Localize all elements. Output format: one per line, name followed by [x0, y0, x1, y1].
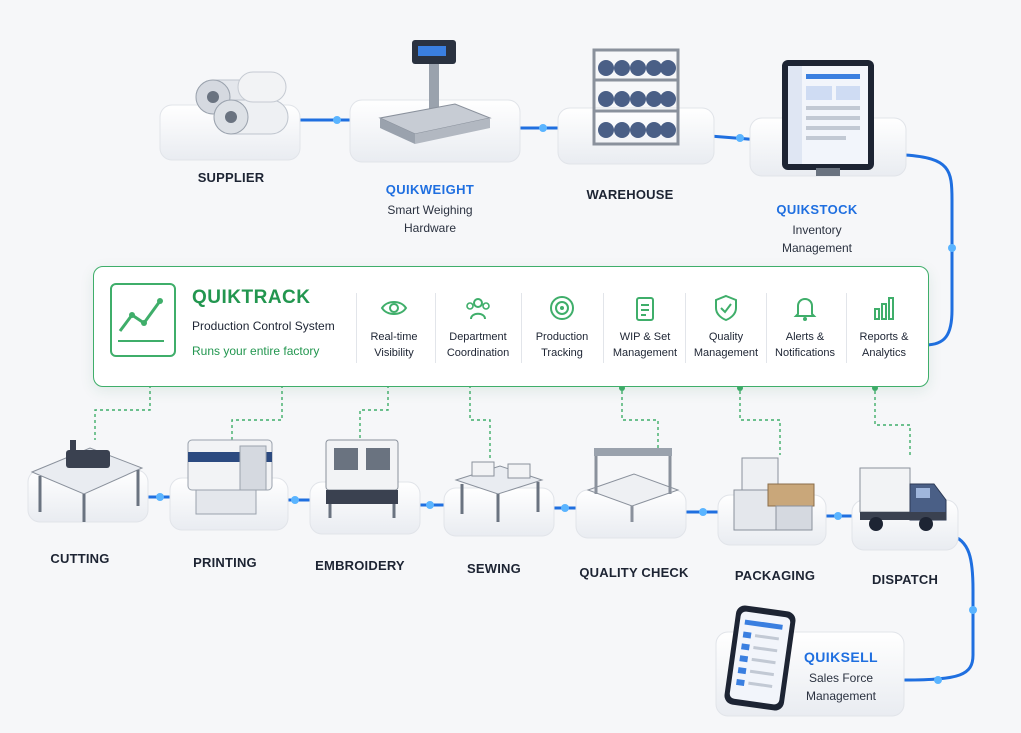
divider	[766, 293, 767, 363]
divider	[846, 293, 847, 363]
smartphone-icon	[724, 605, 796, 711]
feature-line2: Visibility	[374, 347, 414, 359]
bell-icon	[793, 297, 817, 321]
cutting-table-icon	[30, 440, 144, 522]
warehouse-label: WAREHOUSE	[586, 187, 674, 202]
divider	[685, 293, 686, 363]
embroidery-label: EMBROIDERY	[315, 558, 405, 573]
quikweight-node: QUIKWEIGHT Smart Weighing Hardware	[360, 182, 500, 237]
quiksell-node: QUIKSELL Sales Force Management	[792, 649, 890, 705]
feature-line1: Department	[449, 331, 507, 343]
sewing-label: SEWING	[467, 561, 521, 576]
feature-quality-management: Quality Management	[687, 293, 765, 361]
feature-line2: Notifications	[775, 347, 835, 359]
feature-line1: Production	[535, 331, 589, 343]
fabric-rolls-icon	[195, 71, 289, 135]
feature-line1: Quality	[708, 331, 744, 343]
quikstock-brand: QUIKSTOCK	[776, 202, 858, 217]
trend-chart-icon	[110, 283, 176, 357]
sewing-machine-icon	[454, 461, 544, 522]
divider	[356, 293, 357, 363]
quikstock-line1: Inventory	[792, 223, 842, 237]
connector-nodes	[156, 116, 977, 684]
printing-label: PRINTING	[193, 555, 257, 570]
quality-check-label: QUALITY CHECK	[579, 565, 689, 580]
feature-line2: Tracking	[541, 347, 583, 359]
feature-line1: WIP & Set	[619, 331, 671, 343]
storage-rack-icon	[592, 48, 680, 146]
shield-check-icon	[715, 294, 737, 322]
feature-line2: Coordination	[446, 347, 510, 359]
quikstock-node: QUIKSTOCK Inventory Management	[762, 202, 872, 257]
feature-line2: Analytics	[861, 347, 907, 359]
inspection-table-icon	[586, 448, 680, 522]
quikweight-line1: Smart Weighing	[387, 203, 473, 217]
boxes-icon	[733, 457, 815, 531]
quiksell-brand: QUIKSELL	[804, 649, 878, 665]
feature-reports-analytics: Reports & Analytics	[845, 293, 923, 361]
feature-department-coordination: Department Coordination	[439, 293, 517, 361]
feature-line2: Management	[693, 347, 759, 359]
eye-icon	[380, 301, 408, 315]
quiktrack-title: QUIKTRACK	[192, 287, 311, 308]
packaging-label: PACKAGING	[734, 568, 816, 583]
quiksell-line1: Sales Force	[808, 671, 874, 685]
weighing-scale-icon	[378, 40, 492, 144]
divider	[521, 293, 522, 363]
embroidery-machine-icon	[325, 439, 399, 518]
team-icon	[466, 298, 490, 320]
clipboard-icon	[636, 297, 654, 321]
target-icon	[550, 296, 574, 320]
feature-line1: Real-time	[370, 331, 418, 343]
quiktrack-links	[94, 385, 911, 460]
monitor-icon	[782, 60, 874, 176]
feature-line2: Management	[612, 347, 678, 359]
feature-line1: Alerts &	[785, 331, 825, 343]
feature-wip-set-management: WIP & Set Management	[606, 293, 684, 361]
cutting-label: CUTTING	[50, 551, 110, 566]
quikstock-line2: Management	[781, 241, 853, 255]
quiktrack-panel: QUIKTRACK Production Control System Runs…	[93, 266, 929, 387]
feature-realtime-visibility: Real-time Visibility	[355, 293, 433, 361]
quikweight-brand: QUIKWEIGHT	[385, 182, 475, 197]
bar-chart-icon	[874, 297, 894, 320]
quiktrack-subtitle: Production Control System	[192, 319, 335, 333]
truck-icon	[859, 467, 947, 531]
feature-line1: Reports &	[859, 331, 909, 343]
feature-alerts-notifications: Alerts & Notifications	[766, 293, 844, 361]
quiktrack-tagline: Runs your entire factory	[192, 344, 320, 358]
printer-icon	[187, 439, 273, 515]
quiksell-line2: Management	[805, 689, 877, 703]
dispatch-label: DISPATCH	[871, 572, 939, 587]
quikweight-line2: Hardware	[403, 221, 457, 235]
divider	[435, 293, 436, 363]
divider	[603, 293, 604, 363]
supplier-label: SUPPLIER	[197, 170, 265, 185]
feature-production-tracking: Production Tracking	[523, 293, 601, 361]
